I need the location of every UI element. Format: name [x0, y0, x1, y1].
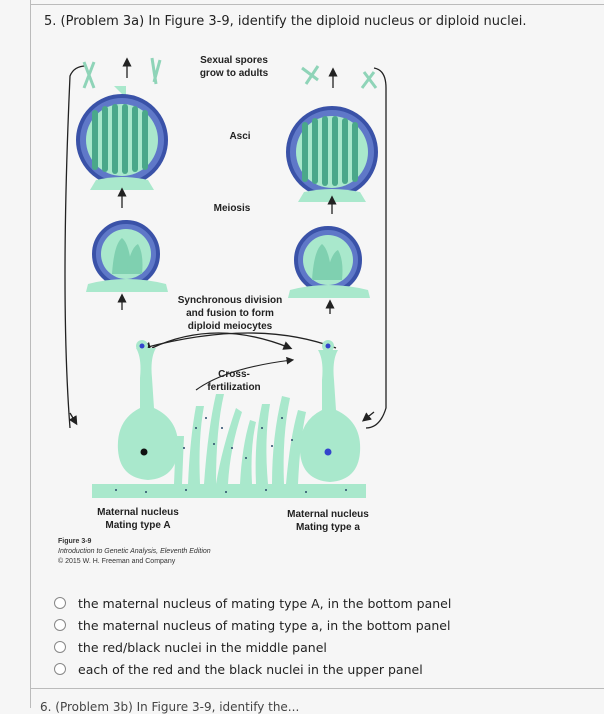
right-cycle-arrow	[365, 67, 387, 429]
bottom-divider	[30, 688, 604, 689]
option-label: the red/black nuclei in the middle panel	[78, 639, 327, 655]
label-cross-fertilization: Cross- fertilization	[207, 369, 261, 393]
radio-button[interactable]	[54, 663, 66, 675]
life-cycle-diagram	[64, 57, 387, 498]
option-4[interactable]: each of the red and the black nuclei in …	[54, 658, 451, 680]
spore-right-1	[301, 65, 320, 85]
spore-left-2	[150, 57, 162, 85]
label-mating-type-A: Maternal nucleus Mating type A	[97, 507, 179, 531]
organism-mating-type-A	[92, 340, 366, 498]
figure-caption: Figure 3-9 Introduction to Genetic Analy…	[58, 538, 211, 565]
label-asci: Asci	[229, 131, 251, 142]
label-sexual-spores: Sexual spores grow to adults	[199, 55, 269, 79]
option-label: each of the red and the black nuclei in …	[78, 661, 423, 677]
ascus-left	[76, 86, 168, 190]
ascus-right	[286, 106, 378, 202]
answer-options: the maternal nucleus of mating type A, i…	[54, 592, 451, 680]
option-label: the maternal nucleus of mating type a, i…	[78, 617, 451, 633]
radio-button[interactable]	[54, 641, 66, 653]
organism-mating-type-a	[240, 340, 361, 484]
page-left-border	[30, 0, 31, 708]
spore-right-2	[360, 71, 378, 89]
radio-button[interactable]	[54, 597, 66, 609]
label-meiosis: Meiosis	[213, 203, 251, 214]
option-3[interactable]: the red/black nuclei in the middle panel	[54, 636, 451, 658]
left-cycle-arrow	[64, 65, 87, 429]
radio-button[interactable]	[54, 619, 66, 631]
label-mating-type-a: Maternal nucleus Mating type a	[287, 509, 369, 533]
option-2[interactable]: the maternal nucleus of mating type a, i…	[54, 614, 451, 636]
top-divider	[30, 4, 604, 5]
figure-3-9: Sexual spores grow to adults Asci Meiosi…	[56, 48, 396, 533]
label-synchronous-division: Synchronous division and fusion to form …	[177, 295, 283, 332]
option-label: the maternal nucleus of mating type A, i…	[78, 595, 452, 611]
nucleus-black	[140, 448, 148, 456]
nucleus-blue	[324, 448, 332, 456]
question-text: 5. (Problem 3a) In Figure 3-9, identify …	[44, 14, 527, 29]
spore-left-1	[82, 61, 96, 89]
meiocyte-right	[288, 226, 370, 298]
next-question-text: 6. (Problem 3b) In Figure 3-9, identify …	[40, 700, 300, 714]
meiocyte-left	[86, 220, 168, 292]
option-1[interactable]: the maternal nucleus of mating type A, i…	[54, 592, 451, 614]
